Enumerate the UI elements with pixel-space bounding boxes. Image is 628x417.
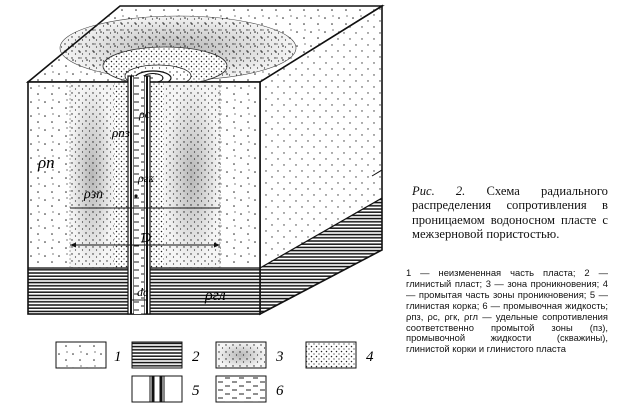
figure-caption: Рис. 2. Схема радиального распределения … [412, 184, 608, 242]
block-right-face [259, 4, 383, 316]
legend-number-2: 2 [192, 349, 200, 365]
legend-number-6: 6 [276, 383, 284, 399]
caption-text: Схема радиального распределения сопротив… [412, 184, 608, 242]
legend-item-4: 4 [305, 341, 374, 369]
legend-number-3: 3 [275, 349, 284, 365]
label-rho-gl: ρгл [204, 287, 226, 304]
label-rho-n: ρп [37, 153, 55, 172]
borehole [127, 75, 151, 315]
legend-item-2: 2 [131, 341, 200, 369]
legend-item-5: 5 [131, 375, 200, 403]
legend-item-3: 3 [215, 341, 284, 369]
legend-number-1: 1 [114, 349, 122, 365]
label-rho-c: ρс [138, 107, 151, 121]
legend-number-5: 5 [192, 383, 200, 399]
legend: 1 2 3 4 5 6 [55, 341, 374, 403]
caption-lead: Рис. 2. [412, 184, 466, 198]
legend-item-1: 1 [55, 341, 122, 369]
label-rho-gk: ρгк [137, 171, 154, 185]
label-d-c: dс [137, 285, 149, 299]
figure-notes: 1 — неизмененная часть пласта; 2 — глини… [406, 267, 608, 355]
legend-number-4: 4 [366, 349, 374, 365]
label-D: D [140, 231, 151, 246]
dimension-lines [70, 194, 220, 248]
label-rho-pz: ρпз [111, 125, 130, 140]
diagram-labels: ρп ρпз ρзп ρс ρгк D dс ρгл [37, 107, 226, 304]
legend-item-6: 6 [215, 375, 284, 403]
label-rho-zp: ρзп [83, 187, 103, 202]
